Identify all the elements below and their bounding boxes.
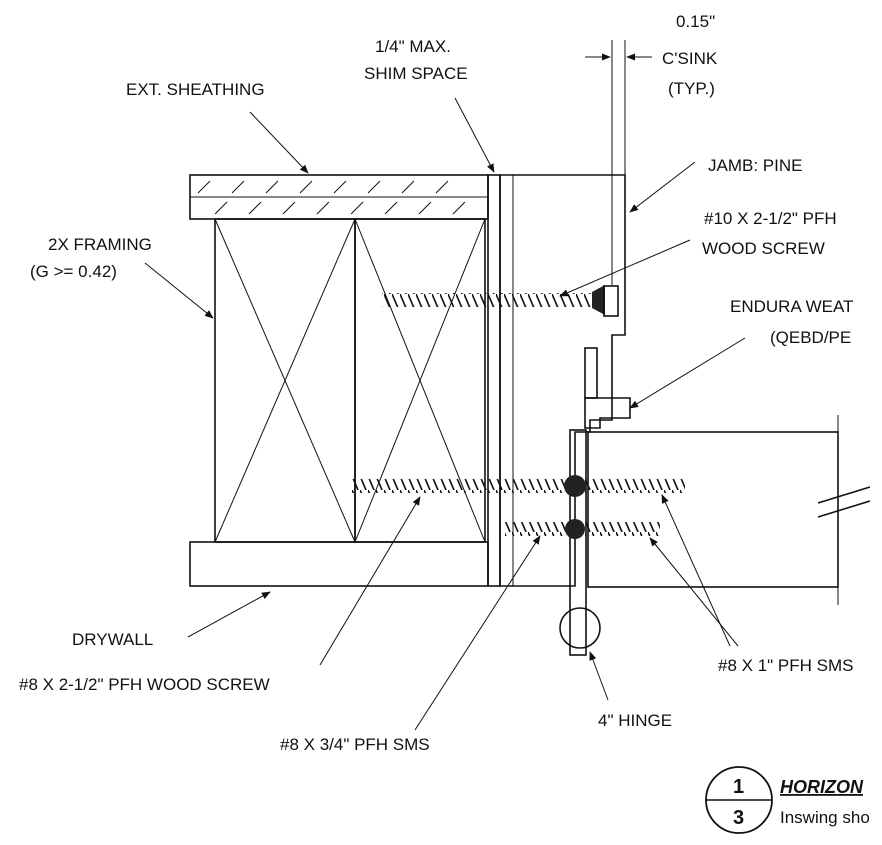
label-shim-line1: 1/4" MAX.: [375, 37, 451, 56]
label-jamb: JAMB: PINE: [708, 156, 802, 175]
label-framing-line1: 2X FRAMING: [48, 235, 152, 254]
weatherstrip: [584, 347, 631, 429]
label-hinge: 4" HINGE: [598, 711, 672, 730]
framing-studs: [214, 218, 486, 543]
label-endura-line1: ENDURA WEAT: [730, 297, 853, 316]
screw-8-sms-door: [585, 479, 685, 493]
label-csink-line1: 0.15": [676, 12, 715, 31]
label-shim-line2: SHIM SPACE: [364, 64, 468, 83]
detail-subtitle: Inswing sho: [780, 808, 870, 827]
label-screw10-line2: WOOD SCREW: [702, 239, 825, 258]
label-ext-sheathing: EXT. SHEATHING: [126, 80, 265, 99]
label-screw10-line1: #10 X 2-1/2" PFH: [704, 209, 837, 228]
screw-8-wood-lower: [352, 475, 586, 497]
label-framing-line2: (G >= 0.42): [30, 262, 117, 281]
label-screw8-wood: #8 X 2-1/2" PFH WOOD SCREW: [19, 675, 270, 694]
label-endura-line2: (QEBD/PE: [770, 328, 851, 347]
label-csink-line2: C'SINK: [662, 49, 718, 68]
leader-lines: [144, 97, 746, 731]
pine-jamb: [499, 174, 626, 587]
csink-dimension: [585, 40, 652, 285]
hinge: [559, 429, 601, 656]
shim-space: [487, 174, 501, 587]
screw-10-upper: [382, 285, 619, 317]
label-drywall: DRYWALL: [72, 630, 153, 649]
screw-8-sms-short: [505, 519, 660, 539]
detail-title: HORIZON: [780, 777, 864, 797]
detail-number: 1: [733, 776, 744, 798]
door-slab: [587, 415, 871, 605]
ext-sheathing-board: [189, 174, 489, 220]
drywall-board: [189, 541, 489, 587]
detail-sheet: 3: [733, 807, 744, 829]
label-screw8-sms-34: #8 X 3/4" PFH SMS: [280, 735, 430, 754]
label-screw8-sms-1: #8 X 1" PFH SMS: [718, 656, 853, 675]
label-csink-line3: (TYP.): [668, 79, 715, 98]
detail-callout: 1 3 HORIZON Inswing sho: [705, 766, 870, 834]
